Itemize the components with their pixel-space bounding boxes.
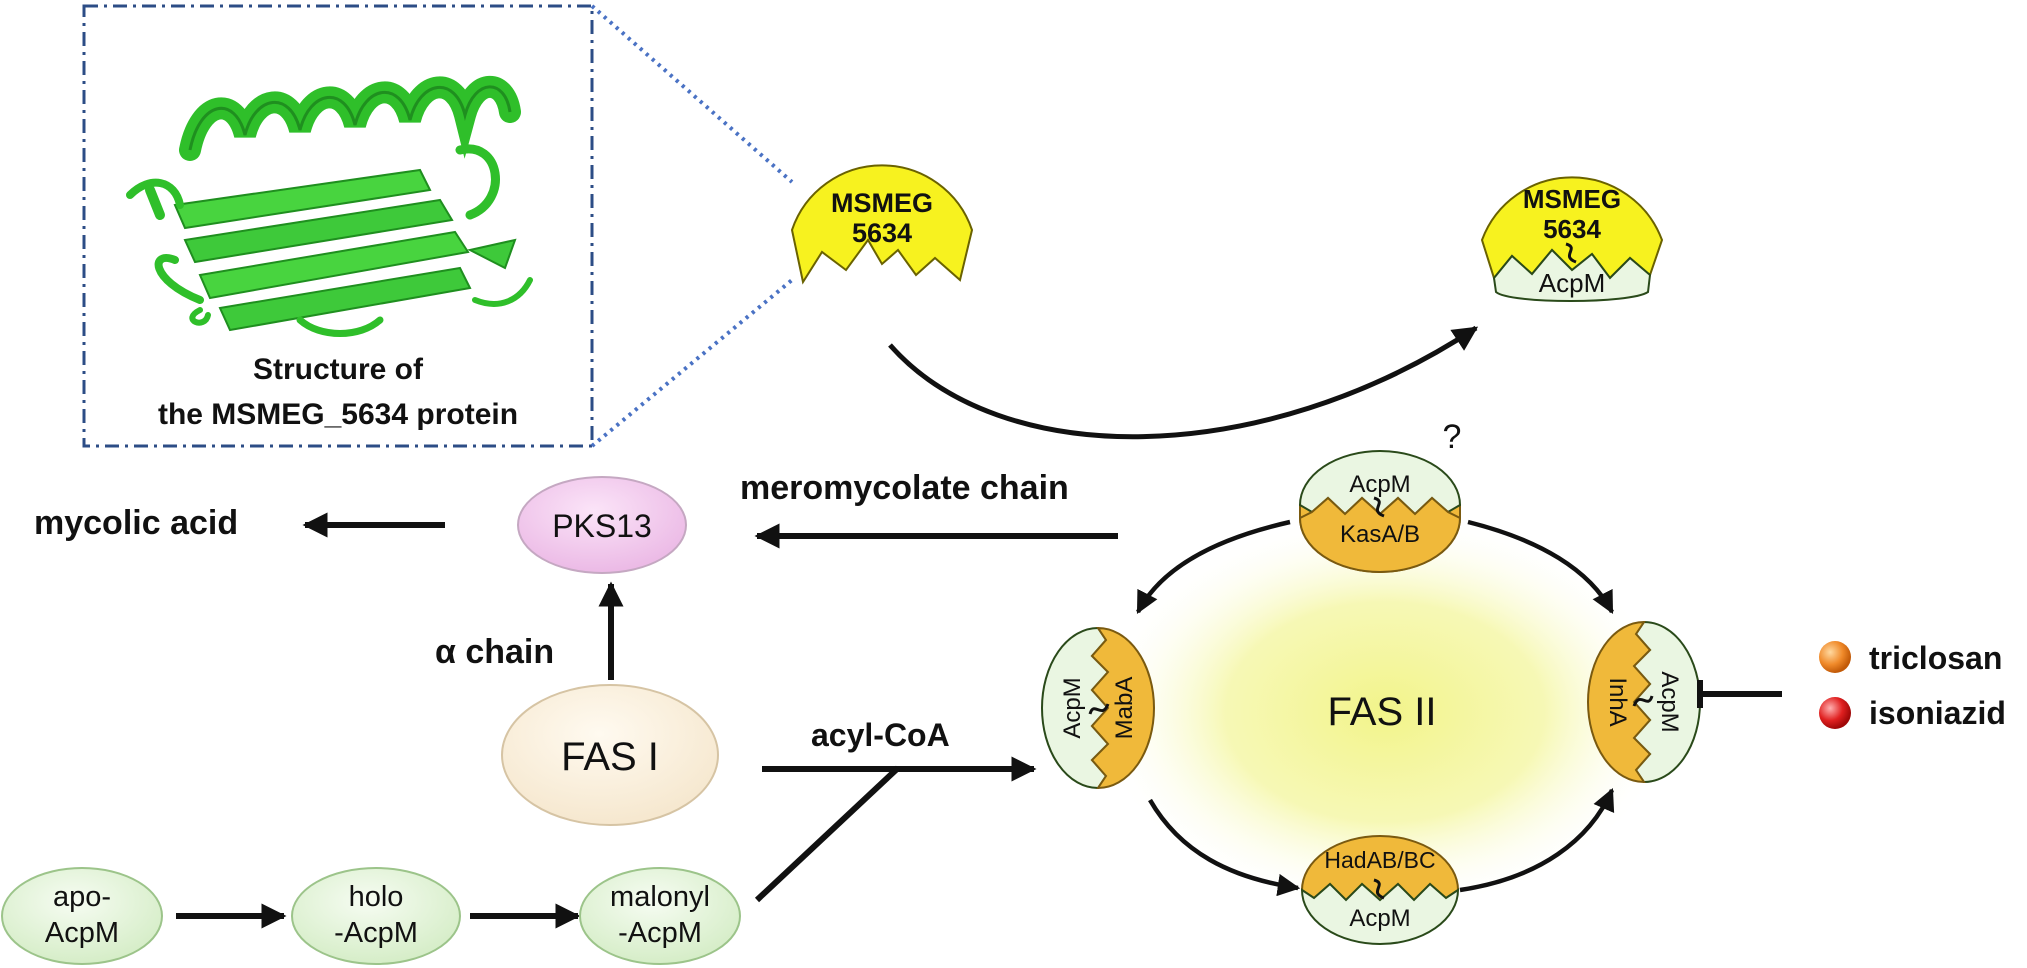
orange-sphere-icon [1819, 641, 1851, 673]
msmeg5634-free: MSMEG 5634 [790, 164, 974, 285]
msmeg-bound-label-line1: MSMEG [1523, 184, 1621, 214]
cycle-arrow-maba-to-had [1148, 798, 1301, 897]
zoom-line-top [590, 4, 794, 184]
squiggle-link-icon [1373, 496, 1385, 518]
msmeg-free-label-line2: 5634 [852, 218, 912, 248]
inha-acpm-label: AcpM [1656, 671, 1683, 732]
kasab-acpm-complex: AcpM KasA/B [1298, 450, 1462, 573]
msmeg-bound-acpm-label: AcpM [1539, 268, 1605, 298]
binding-arrow [888, 325, 1479, 440]
isoniazid-label: isoniazid [1869, 695, 2006, 731]
fas1-label: FAS I [561, 735, 659, 779]
holo-acpm-node: holo -AcpM [291, 867, 461, 965]
meromycolate-chain-label: meromycolate chain [740, 469, 1069, 507]
cycle-arrow-had-to-inha [1459, 787, 1615, 893]
kas-enzyme-label: KasA/B [1340, 521, 1420, 548]
msmeg5634-acpm-complex: MSMEG 5634 AcpM [1480, 176, 1664, 302]
inha-acpm-complex: AcpM InhA [1587, 620, 1701, 784]
mycolic-acid-label: mycolic acid [34, 504, 238, 542]
structure-caption-line2: the MSMEG_5634 protein [158, 398, 518, 431]
structure-frame [82, 4, 594, 448]
cycle-arrow-kas-to-maba [1136, 519, 1291, 614]
msmeg-bound-label-line2: 5634 [1543, 214, 1601, 244]
structure-caption-line1: Structure of [253, 353, 424, 386]
malonyl-acpm-label-line2: -AcpM [618, 917, 702, 949]
had-acpm-label: AcpM [1349, 905, 1410, 932]
acyl-coa-label: acyl-CoA [811, 717, 950, 753]
red-sphere-icon [1819, 697, 1851, 729]
malonyl-acpm-node: malonyl -AcpM [579, 867, 741, 965]
triclosan-label: triclosan [1869, 640, 2002, 676]
squiggle-link-icon [1088, 703, 1110, 715]
fas2-label: FAS II [1328, 690, 1437, 734]
zoom-line-bottom [590, 278, 794, 448]
squiggle-link-icon [1373, 878, 1385, 900]
fas1-node: FAS I [501, 684, 719, 826]
msmeg-free-label-line1: MSMEG [831, 188, 933, 218]
cycle-arrow-kas-to-inha [1467, 519, 1614, 614]
hadabbc-acpm-complex: HadAB/BC AcpM [1300, 835, 1460, 945]
squiggle-link-icon [1632, 695, 1654, 707]
kas-acpm-label: AcpM [1349, 471, 1410, 498]
maba-acpm-label: AcpM [1059, 677, 1086, 738]
apo-acpm-label-line2: AcpM [45, 917, 119, 949]
maba-enzyme-label: MabA [1111, 677, 1138, 740]
had-enzyme-label: HadAB/BC [1324, 847, 1435, 873]
holo-acpm-label-line2: -AcpM [334, 917, 418, 949]
inha-enzyme-label: InhA [1604, 677, 1631, 726]
maba-acpm-complex: AcpM MabA [1041, 626, 1155, 790]
malonyl-acpm-label-line1: malonyl [610, 881, 710, 913]
pks13-node: PKS13 [517, 476, 687, 574]
squiggle-link-icon [1565, 242, 1577, 264]
unknown-mechanism-mark: ? [1443, 418, 1462, 456]
malonyl-join-line [754, 765, 901, 903]
alpha-chain-label: α chain [435, 633, 554, 671]
apo-acpm-node: apo- AcpM [1, 867, 163, 965]
protein-ribbon-icon [126, 76, 533, 337]
pks13-label: PKS13 [552, 508, 652, 544]
apo-acpm-label-line1: apo- [53, 881, 111, 913]
fas2-glow [1095, 512, 1675, 912]
holo-acpm-label-line1: holo [349, 881, 404, 913]
